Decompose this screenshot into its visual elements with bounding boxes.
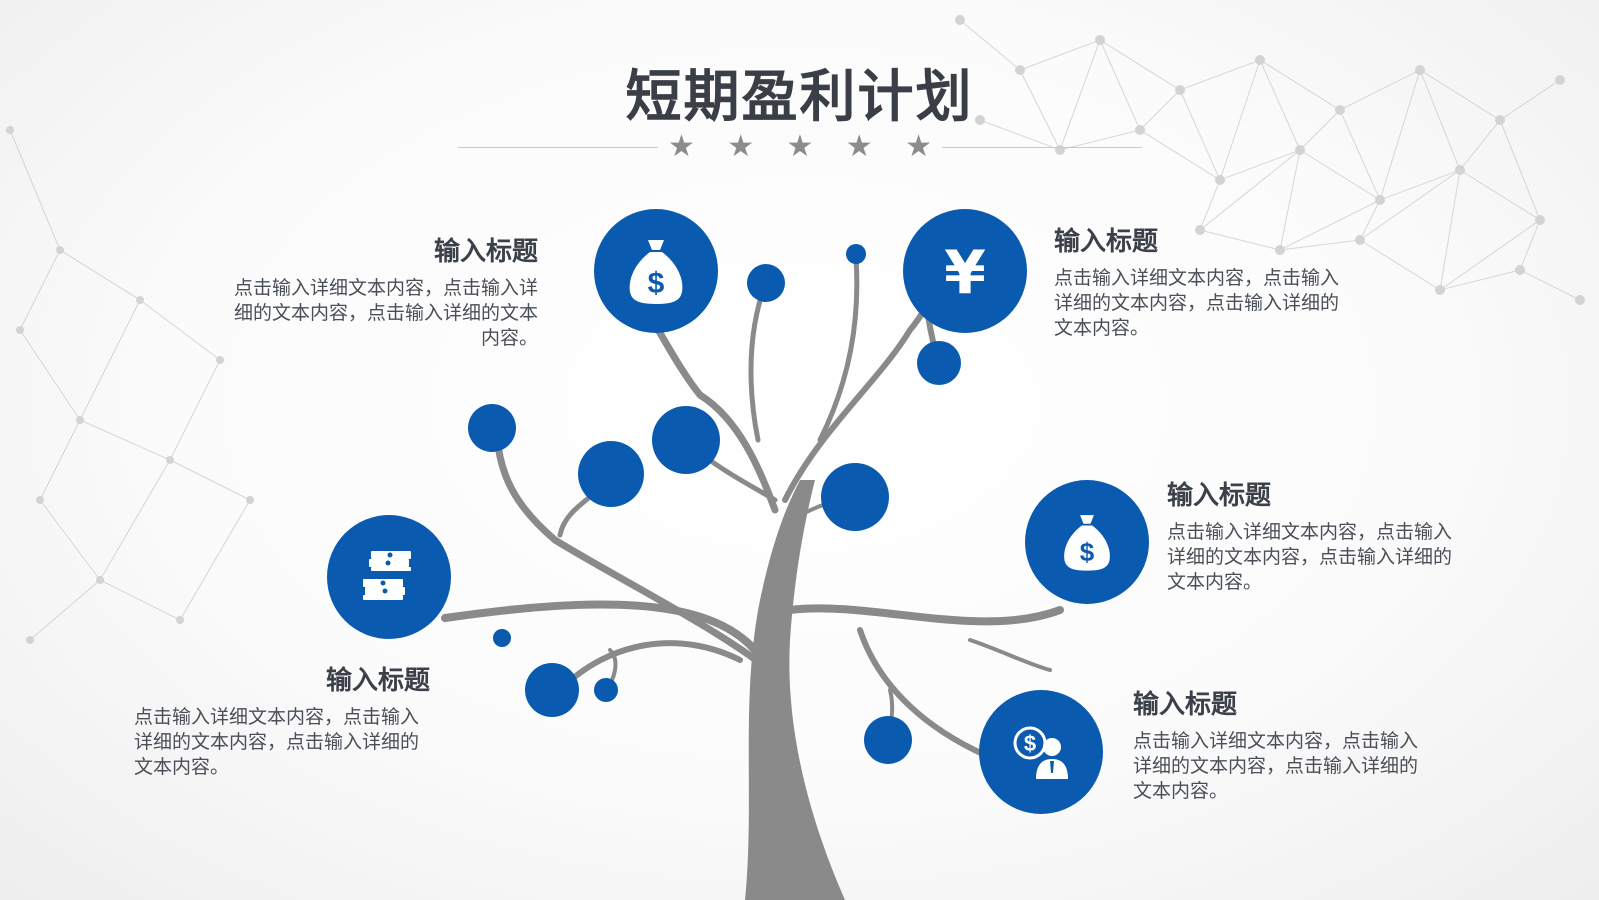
branch-right-main [786,604,1064,626]
fruit-dot [652,406,720,474]
info-block-top-right: 输入标题 点击输入详细文本内容，点击输入详细的文本内容，点击输入详细的文本内容。 [1054,221,1354,341]
fruit-dot [864,716,912,764]
twig-up-3 [817,255,860,443]
yen-icon: ¥ [944,241,986,301]
money-bag-circle-right: $ [1025,480,1149,604]
branch-left-low [557,640,743,693]
fruit-dot [468,404,516,452]
svg-text:¥: ¥ [944,241,986,301]
svg-text:$: $ [648,267,665,300]
info-block-top-left: 输入标题 点击输入详细文本内容，点击输入详细的文本内容，点击输入详细的文本内容。 [218,231,538,351]
info-heading: 输入标题 [325,665,430,695]
tree-trunk [745,480,845,900]
money-bag-icon: $ [629,240,683,304]
star-icon: ★ [905,130,932,163]
fruit-dot [578,441,644,507]
twig-right-1 [968,638,1052,672]
title-divider: ★ ★ ★ ★ ★ [458,132,1142,162]
fruit-dot [493,629,511,647]
info-body: 点击输入详细文本内容，点击输入详细的文本内容，点击输入详细的文本内容。 [233,278,538,349]
info-block-mid-right: 输入标题 点击输入详细文本内容，点击输入详细的文本内容，点击输入详细的文本内容。 [1167,475,1467,595]
branch-left-upper [493,431,784,684]
branch-up-left [651,321,779,514]
svg-text:$: $ [1024,731,1036,756]
fruit-dot [525,663,579,717]
cash-stack-icon [363,551,411,600]
fruit-dot [821,463,889,531]
info-block-bottom-left: 输入标题 点击输入详细文本内容，点击输入详细的文本内容，点击输入详细的文本内容。 [110,660,430,780]
twig-up-1 [748,282,768,443]
info-heading: 输入标题 [433,236,538,266]
fruit-dot [917,341,961,385]
svg-text:$: $ [1080,537,1095,567]
slide-title: 短期盈利计划 [625,65,974,128]
businessman-dollar-icon: $ [1013,726,1068,779]
money-bag-icon: $ [1064,515,1110,571]
info-body: 点击输入详细文本内容，点击输入详细的文本内容，点击输入详细的文本内容。 [134,707,420,778]
fruit-dot [846,244,866,264]
info-block-bottom-right: 输入标题 点击输入详细文本内容，点击输入详细的文本内容，点击输入详细的文本内容。 [1133,684,1433,804]
fruit-dot [594,678,618,702]
businessman-dollar-circle: $ [979,690,1103,814]
star-icon: ★ [668,130,695,163]
info-body: 点击输入详细文本内容，点击输入详细的文本内容，点击输入详细的文本内容。 [1054,268,1340,339]
info-body: 点击输入详细文本内容，点击输入详细的文本内容，点击输入详细的文本内容。 [1167,522,1453,593]
star-icon: ★ [727,130,755,163]
fruit-dot [747,264,785,302]
branch-right-low [857,627,988,758]
info-heading: 输入标题 [1133,689,1238,719]
money-bag-circle-top: $ [594,209,718,333]
info-body: 点击输入详细文本内容，点击输入详细的文本内容，点击输入详细的文本内容。 [1133,731,1419,802]
cash-stack-circle [327,515,451,639]
info-heading: 输入标题 [1167,480,1272,510]
rating-stars: ★ ★ ★ ★ ★ [668,132,932,162]
divider-line-right [942,147,1142,148]
info-heading: 输入标题 [1054,226,1159,256]
star-icon: ★ [786,130,814,163]
divider-line-left [458,147,658,148]
yen-circle: ¥ [903,209,1027,333]
star-icon: ★ [845,130,873,163]
